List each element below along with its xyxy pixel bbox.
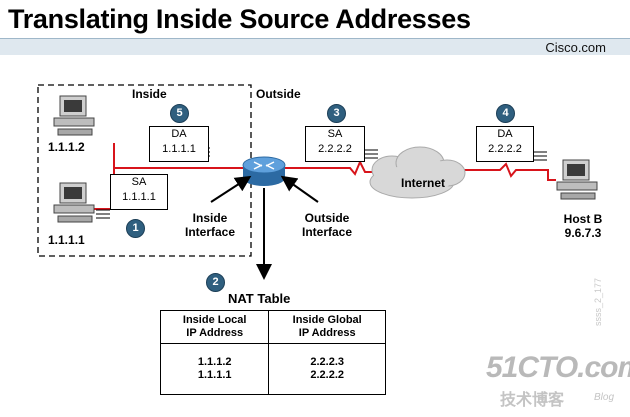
host-b-name: Host B bbox=[563, 212, 603, 226]
step-badge: 5 bbox=[170, 104, 189, 123]
inside-zone-boundary bbox=[37, 84, 252, 257]
table-row: 1.1.1.2 1.1.1.1 2.2.2.3 2.2.2.2 bbox=[159, 343, 386, 395]
nat-cell-value: 2.2.2.2 bbox=[310, 369, 345, 381]
packet-box: DA 2.2.2.2 bbox=[476, 126, 534, 162]
nat-cell-value: 1.1.1.2 bbox=[197, 356, 232, 368]
outside-zone-label: Outside bbox=[256, 87, 301, 101]
pc-icon bbox=[556, 159, 598, 200]
interface-label-line: Interface bbox=[301, 225, 353, 239]
arrow-icon bbox=[210, 175, 252, 203]
packet-address: 2.2.2.2 bbox=[318, 143, 352, 155]
watermark-main: 51CTO.com bbox=[486, 351, 630, 384]
router-icon bbox=[242, 156, 286, 186]
packet-address: 1.1.1.1 bbox=[162, 143, 196, 155]
inside-interface-label: Inside Interface bbox=[172, 211, 248, 239]
packet-address: 1.1.1.1 bbox=[122, 191, 156, 203]
nat-header-line: Inside Local bbox=[182, 314, 247, 326]
packet-field: SA bbox=[131, 176, 147, 188]
watermark-blog: Blog bbox=[594, 392, 615, 403]
nat-cell-inside-global: 2.2.2.3 2.2.2.2 bbox=[268, 343, 386, 395]
nat-column-header: Inside Global IP Address bbox=[268, 310, 386, 344]
pc-icon bbox=[53, 95, 95, 136]
host-b-ip: 9.6.7.3 bbox=[564, 226, 602, 240]
interface-label-line: Interface bbox=[184, 225, 236, 239]
step-badge: 3 bbox=[327, 104, 346, 123]
nat-table-title: NAT Table bbox=[228, 291, 291, 306]
nat-table: Inside Local IP Address Inside Global IP… bbox=[159, 310, 386, 395]
host-ip-label: 1.1.1.1 bbox=[48, 233, 85, 247]
page-title: Translating Inside Source Addresses bbox=[8, 4, 471, 34]
packet-field: SA bbox=[327, 128, 343, 140]
step-badge: 1 bbox=[126, 219, 145, 238]
link-internet-hostb bbox=[450, 162, 556, 181]
internet-label: Internet bbox=[401, 176, 446, 190]
packet-box: DA 1.1.1.1 bbox=[149, 126, 209, 162]
pc-icon bbox=[53, 182, 95, 223]
interface-label-line: Inside bbox=[192, 211, 228, 225]
nat-cell-inside-local: 1.1.1.2 1.1.1.1 bbox=[159, 343, 270, 395]
step-badge: 4 bbox=[496, 104, 515, 123]
cloud-icon bbox=[369, 146, 466, 199]
arrow-icon bbox=[280, 175, 319, 203]
watermark-sub: 技术博客 bbox=[500, 392, 565, 409]
brand-label: Cisco.com bbox=[545, 40, 606, 55]
packet-field: DA bbox=[171, 128, 187, 140]
title-band bbox=[0, 39, 630, 55]
nat-column-header: Inside Local IP Address bbox=[159, 310, 270, 344]
nat-header-line: IP Address bbox=[186, 327, 244, 339]
nat-cell-value: 1.1.1.1 bbox=[197, 369, 232, 381]
outside-interface-label: Outside Interface bbox=[288, 211, 366, 239]
packet-field: DA bbox=[497, 128, 513, 140]
watermark-code: ssss_2_177 bbox=[593, 277, 603, 326]
packet-box: SA 2.2.2.2 bbox=[305, 126, 365, 162]
nat-cell-value: 2.2.2.3 bbox=[310, 356, 345, 368]
nat-header-line: Inside Global bbox=[292, 314, 362, 326]
interface-label-line: Outside bbox=[304, 211, 350, 225]
nat-header-line: IP Address bbox=[298, 327, 356, 339]
host-ip-label: 1.1.1.2 bbox=[48, 140, 85, 154]
nat-table-header-row: Inside Local IP Address Inside Global IP… bbox=[159, 310, 386, 344]
step-badge: 2 bbox=[206, 273, 225, 292]
packet-address: 2.2.2.2 bbox=[488, 143, 522, 155]
link-router-internet bbox=[265, 159, 378, 176]
packet-box: SA 1.1.1.1 bbox=[110, 174, 168, 210]
inside-zone-label: Inside bbox=[132, 87, 167, 101]
